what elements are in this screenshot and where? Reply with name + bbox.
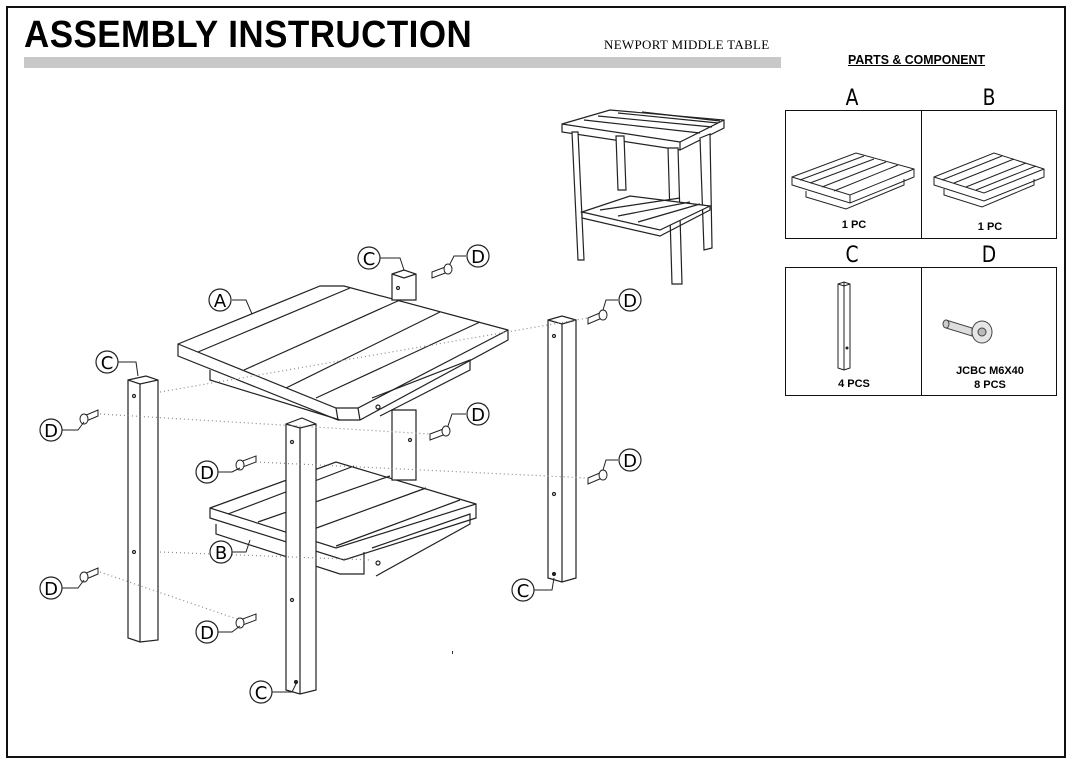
part-d-letter: D xyxy=(981,243,997,268)
leg-back xyxy=(391,269,417,481)
callout-c: C xyxy=(363,249,376,270)
parts-heading: PARTS & COMPONENT xyxy=(848,52,986,67)
leg-icon xyxy=(837,281,851,371)
part-d-box: JCBC M6X40 8 PCS xyxy=(921,267,1057,396)
callout-d: D xyxy=(200,623,214,644)
alignment-lines xyxy=(99,317,589,621)
page-title: ASSEMBLY INSTRUCTION xyxy=(24,14,473,56)
tabletop-part-a xyxy=(177,285,509,421)
part-d-qty: 8 PCS xyxy=(974,379,1006,391)
tabletop-icon xyxy=(791,152,915,210)
stray-mark xyxy=(452,651,453,654)
bolts-d xyxy=(79,263,608,629)
callout-d: D xyxy=(623,291,637,312)
callout-a: A xyxy=(214,291,227,312)
title-underline-bar xyxy=(24,57,781,68)
bolt-icon xyxy=(942,319,993,344)
assembled-table-thumbnail xyxy=(561,109,725,285)
leg-right xyxy=(547,315,577,583)
callout-d: D xyxy=(471,405,485,426)
callout-c: C xyxy=(101,353,114,374)
product-name: NEWPORT MIDDLE TABLE xyxy=(604,37,770,52)
leg-left xyxy=(127,375,159,643)
callout-c: C xyxy=(255,683,268,704)
callout-c: C xyxy=(517,581,530,602)
callout-d: D xyxy=(623,451,637,472)
callout-d: D xyxy=(44,421,58,442)
callout-b: B xyxy=(215,543,227,564)
callout-d: D xyxy=(200,463,214,484)
part-d-name: JCBC M6X40 xyxy=(956,365,1024,377)
page-frame xyxy=(6,6,1066,758)
part-b-qty: 1 PC xyxy=(977,221,1003,233)
callout-circles xyxy=(39,244,642,704)
shelf-icon xyxy=(933,152,1045,208)
callout-d: D xyxy=(471,247,485,268)
part-c-letter: C xyxy=(845,243,859,268)
part-c-qty: 4 PCS xyxy=(838,378,870,390)
leg-front xyxy=(285,417,317,695)
shelf-part-b xyxy=(209,461,477,577)
part-b-box: 1 PC xyxy=(921,110,1057,239)
part-b-letter: B xyxy=(982,86,996,111)
leader-lines xyxy=(62,255,618,693)
callout-d: D xyxy=(44,579,58,600)
part-a-box: 1 PC xyxy=(785,110,922,239)
part-a-letter: A xyxy=(845,86,859,111)
part-a-qty: 1 PC xyxy=(841,219,867,231)
